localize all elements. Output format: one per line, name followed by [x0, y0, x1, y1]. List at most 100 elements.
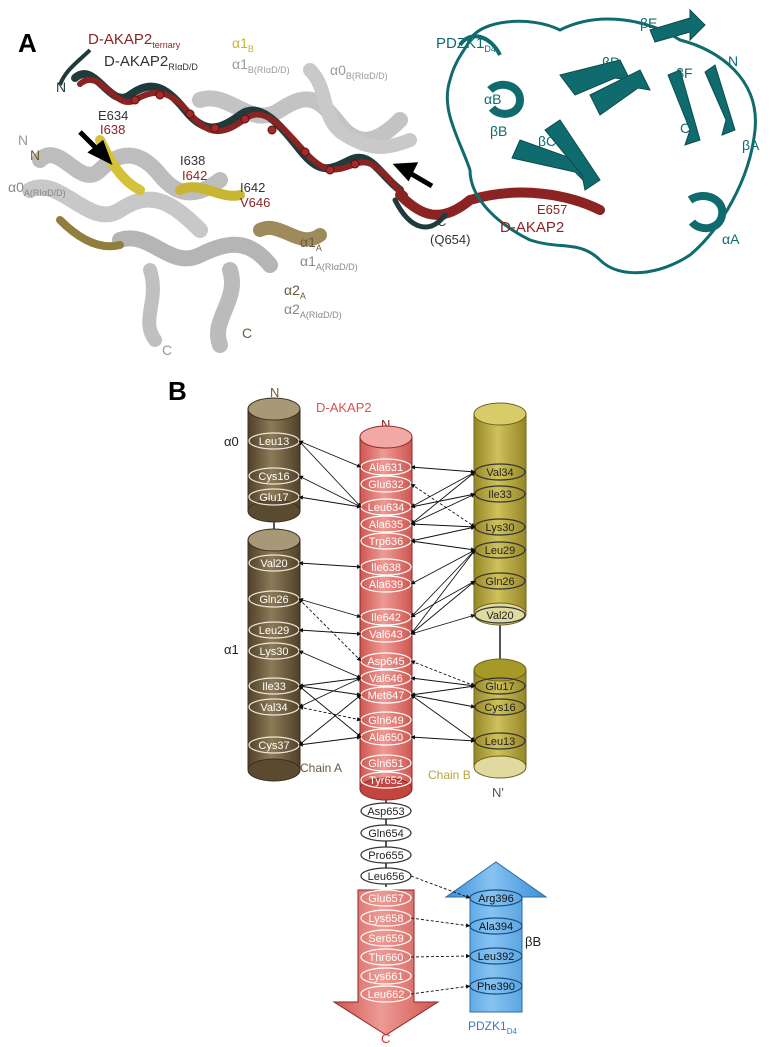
- chain-b-n-label: N': [492, 785, 504, 800]
- interaction-line: [410, 917, 471, 928]
- interaction-line: [410, 492, 476, 509]
- interaction-line: [298, 705, 362, 722]
- label-n-left1: N: [18, 132, 28, 148]
- residue-label: Ile642: [371, 612, 401, 624]
- interaction-line: [410, 465, 476, 474]
- residue-label: Glu657: [368, 893, 403, 905]
- label-pdzk1: PDZK1D4: [436, 35, 496, 54]
- label-be: βE: [640, 15, 657, 31]
- label-i638-dark: I638: [180, 153, 205, 168]
- residue-oval: [360, 889, 412, 907]
- label-bd: βD: [602, 54, 620, 70]
- interaction-line: [410, 693, 476, 709]
- residue-label: Pro655: [368, 850, 403, 862]
- label-e657: E657: [537, 202, 567, 217]
- label-c1: C: [242, 325, 252, 341]
- residue-label: Ile33: [262, 681, 286, 693]
- dakap2-cylinder: D-AKAP2 N C: [316, 400, 440, 1046]
- panel-b-label: B: [168, 376, 187, 406]
- residue-label: Ser659: [368, 933, 403, 945]
- interaction-line: [410, 660, 476, 687]
- interaction-line: [410, 471, 476, 525]
- residue-label: Leu634: [368, 502, 405, 514]
- interaction-line: [298, 561, 362, 569]
- label-n-pdz: N: [728, 53, 738, 69]
- residue-label: Cys16: [484, 702, 515, 714]
- residue-label: Phe390: [477, 981, 515, 993]
- residue-label: Tyr652: [369, 775, 403, 787]
- residue-oval: [360, 846, 412, 864]
- label-a1a: α1A: [300, 234, 322, 253]
- residue-oval: [360, 967, 412, 985]
- interaction-line: [410, 613, 476, 636]
- residue-label: Ala631: [369, 462, 403, 474]
- chain-a-name: Chain A: [300, 761, 342, 775]
- label-a1b-rla: α1B(RIαD/D): [232, 56, 290, 75]
- label-q654: (Q654): [430, 232, 470, 247]
- label-dakap2-rla: D-AKAP2RIαD/D: [104, 53, 198, 72]
- residue-label: Asp653: [367, 806, 404, 818]
- interaction-line: [410, 549, 476, 585]
- label-a0b-rla: α0B(RIαD/D): [330, 62, 388, 81]
- dakap2-name: D-AKAP2: [316, 400, 372, 415]
- residue-label: Cys37: [258, 740, 289, 752]
- label-i642-dark: I642: [240, 180, 265, 195]
- residue-label: Gln654: [368, 828, 403, 840]
- residue-label: Trp636: [369, 536, 403, 548]
- residue-label: Val20: [486, 610, 513, 622]
- residue-label: Thr660: [369, 952, 404, 964]
- chain-a-helix0-label: α0: [224, 434, 239, 449]
- residue-label: Asp645: [367, 656, 404, 668]
- panel-a-labels: D-AKAP2ternary D-AKAP2RIαD/D α1B α1B(RIα…: [8, 15, 760, 358]
- label-n-top: N: [56, 79, 66, 95]
- residue-label: Gln649: [368, 715, 403, 727]
- residue-label: Lys658: [368, 913, 403, 925]
- residue-label: Lys30: [486, 522, 515, 534]
- residue-label: Lys661: [368, 971, 403, 983]
- label-c-term: C: [437, 214, 446, 229]
- label-bc: βC: [538, 133, 556, 149]
- residue-label: Ala635: [369, 519, 403, 531]
- pdzk1-strand: βB PDZK1D4: [444, 861, 548, 1036]
- residue-label: Arg396: [478, 893, 513, 905]
- panel-a: A: [8, 8, 760, 358]
- interaction-line: [298, 440, 362, 468]
- residue-label: Glu17: [485, 681, 514, 693]
- interaction-line: [410, 549, 476, 635]
- residue-label: Ala394: [479, 921, 513, 933]
- interaction-line: [410, 471, 476, 508]
- residue-label: Gln26: [259, 594, 288, 606]
- residue-label: Leu392: [478, 951, 515, 963]
- label-ab: αB: [484, 91, 501, 107]
- residue-label: Gln651: [368, 758, 403, 770]
- residue-label: Leu29: [259, 625, 290, 637]
- residue-label: Ile33: [488, 489, 512, 501]
- interaction-line: [410, 483, 476, 528]
- panel-a-label: A: [18, 28, 37, 58]
- interaction-line: [410, 875, 471, 899]
- interaction-line: [298, 685, 362, 738]
- interaction-line: [410, 525, 476, 543]
- chain-b-name: Chain B: [428, 768, 471, 782]
- interaction-line: [410, 684, 476, 697]
- label-a2a-rla: α2A(RIαD/D): [284, 301, 342, 320]
- label-dakap2-ternary: D-AKAP2ternary: [88, 31, 181, 50]
- interaction-line: [410, 953, 471, 959]
- label-a2a: α2A: [284, 282, 306, 301]
- label-a1b: α1B: [232, 35, 254, 54]
- interaction-lines: [298, 440, 476, 995]
- label-i638-red: I638: [100, 122, 125, 137]
- label-bb: βB: [490, 123, 507, 139]
- residue-label: Lys30: [260, 646, 289, 658]
- chain-a-n-label: N: [270, 385, 279, 400]
- label-ba: βA: [742, 137, 760, 153]
- dakap2-n-label: N: [381, 417, 390, 432]
- interaction-line: [298, 440, 362, 508]
- residue-label: Val34: [486, 467, 513, 479]
- chain-a-helix1-label: α1: [224, 642, 239, 657]
- interaction-line: [410, 694, 476, 742]
- residue-label: Val20: [260, 558, 287, 570]
- panel-a-arrows: [78, 130, 434, 189]
- residue-label: Leu13: [259, 436, 290, 448]
